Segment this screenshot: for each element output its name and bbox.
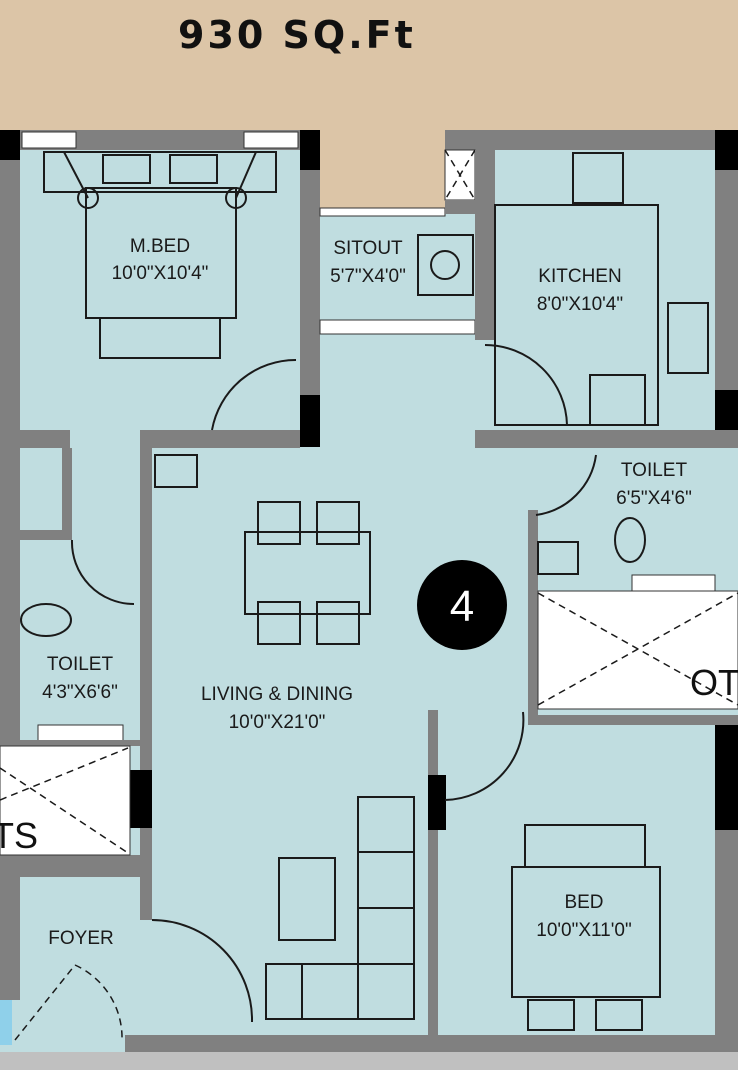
toilet-left-name: TOILET (47, 654, 114, 675)
toilet-right-size: 6'5"X4'6" (616, 488, 692, 509)
kitchen-furniture (417, 152, 709, 426)
doors (14, 344, 597, 1041)
toilet-right-name: TOILET (621, 460, 688, 481)
dining-table (154, 454, 371, 645)
ots-left: TS (0, 745, 131, 856)
living-name: LIVING & DINING (201, 684, 353, 705)
ots-right-label: OT (690, 662, 738, 703)
bed-furniture (511, 824, 661, 1031)
unit-number: 4 (450, 582, 474, 631)
foyer-name: FOYER (48, 928, 113, 949)
living-size: 10'0"X21'0" (229, 712, 326, 733)
ots-left-label: TS (0, 815, 38, 856)
unit-number-badge: 4 (417, 560, 507, 650)
master-bed-size: 10'0"X10'4" (112, 263, 209, 284)
sitout-name: SITOUT (333, 238, 403, 259)
ots-right: OT (537, 590, 738, 710)
master-bed-furniture (43, 151, 277, 359)
master-bed-name: M.BED (130, 236, 190, 257)
bed-name: BED (564, 892, 603, 913)
bed-size: 10'0"X11'0" (536, 920, 631, 941)
area-title: 930 SQ.Ft (178, 13, 416, 57)
kitchen-name: KITCHEN (538, 266, 621, 287)
living-sofa (265, 796, 415, 1020)
toilet-left-size: 4'3"X6'6" (42, 682, 118, 703)
sitout-size: 5'7"X4'0" (330, 266, 406, 287)
kitchen-size: 8'0"X10'4" (537, 294, 623, 315)
toilet-fixtures (20, 517, 646, 637)
